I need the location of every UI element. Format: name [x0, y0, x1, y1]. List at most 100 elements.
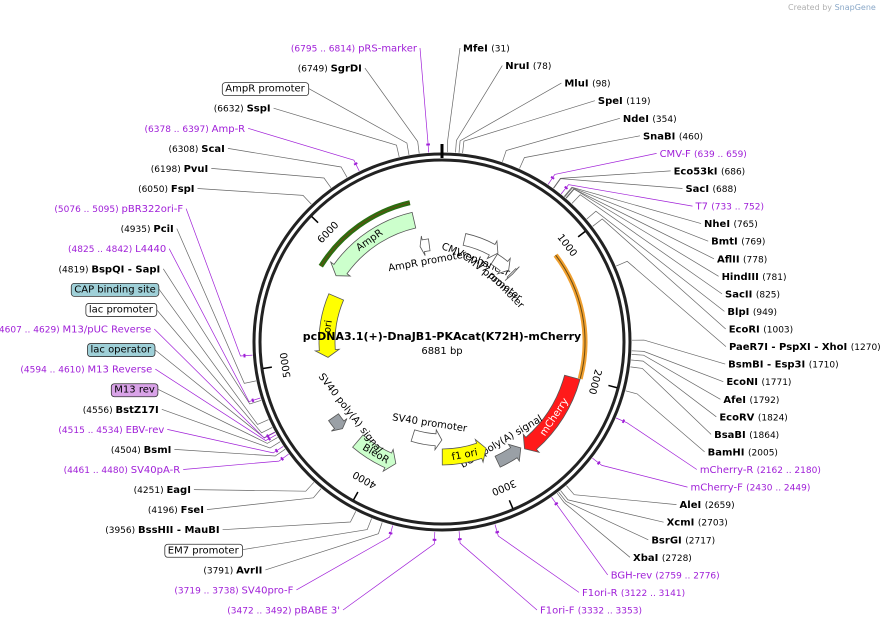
- leader-line: [563, 186, 702, 224]
- feature-arrow: [352, 434, 397, 473]
- site-label: (4196) FseI: [148, 505, 204, 516]
- enzyme-pos: (1003): [763, 326, 793, 336]
- enzyme-text: PaeR7I - PspXI - XhoI (1270): [729, 342, 881, 353]
- enzyme-pos: (1270): [851, 343, 881, 353]
- primer-text: (4825 .. 4842) L4440: [68, 244, 166, 255]
- primer-text: (6378 .. 6397) Amp-R: [145, 124, 246, 135]
- credit-prefix: Created by: [788, 3, 833, 12]
- enzyme-text: (4504) BsmI: [111, 445, 172, 456]
- enzyme-text: NdeI (354): [623, 114, 677, 125]
- primer-pos: (4825 .. 4842): [68, 245, 135, 255]
- site-label: BmtI (769): [711, 237, 765, 248]
- primer-name: BGH-rev: [611, 570, 656, 581]
- enzyme-name: Eco53kI: [674, 166, 721, 177]
- primer-pos: (4515 .. 4534): [58, 426, 125, 436]
- ruler-tick: [352, 491, 359, 501]
- site-label: NdeI (354): [623, 114, 677, 125]
- enzyme-text: (4556) BstZ17I: [83, 405, 159, 416]
- leader-line: [571, 194, 723, 295]
- site-label: HindIII (781): [722, 272, 787, 283]
- enzyme-name: SacII: [725, 289, 756, 300]
- enzyme-pos: (825): [756, 290, 780, 300]
- enzyme-text: BlpI (949): [727, 307, 777, 318]
- enzyme-pos: (686): [721, 167, 745, 177]
- enzyme-pos: (3956): [105, 526, 138, 536]
- site-label: (6795 .. 6814) pRS-marker: [291, 44, 418, 55]
- enzyme-name: XcmI: [667, 518, 698, 529]
- primer-text: (6795 .. 6814) pRS-marker: [291, 44, 418, 55]
- leader-line: [592, 218, 726, 330]
- plasmid-name: pcDNA3.1(+)-DnaJB1-PKAcat(K72H)-mCherry: [303, 330, 581, 343]
- enzyme-name: BsaBI: [714, 430, 749, 441]
- leader-line: [157, 388, 278, 444]
- enzyme-pos: (2659): [705, 501, 735, 511]
- enzyme-name: FspI: [171, 184, 195, 195]
- primer-pos: (3719 .. 3738): [174, 586, 241, 596]
- leader-line: [168, 248, 261, 403]
- leader-line: [551, 496, 608, 576]
- leader-line: [631, 350, 724, 383]
- site-label: (4935) PciI: [121, 224, 174, 235]
- feature-label: AmpR promoter: [387, 249, 468, 274]
- enzyme-name: EcoNI: [726, 377, 761, 388]
- feature-arrow: [441, 438, 487, 466]
- leader-line: [560, 184, 693, 207]
- ruler-tick: [608, 384, 618, 389]
- enzyme-name: BstZ17I: [116, 405, 159, 416]
- enzyme-name: PvuI: [184, 164, 209, 175]
- primer-text: F1ori-F (3332 .. 3353): [540, 606, 642, 617]
- enzyme-text: (6308) ScaI: [168, 144, 224, 155]
- site-label: (3472 .. 3492) pBABE 3': [227, 606, 340, 617]
- ruler-tick-label: 4000: [351, 468, 379, 490]
- enzyme-text: SpeI (119): [598, 96, 651, 107]
- enzyme-name: SpeI: [598, 96, 626, 107]
- backbone-inner-ring: [258, 158, 626, 526]
- primer-pos: (4594 .. 4610): [20, 366, 87, 376]
- primer-name: L4440: [135, 244, 166, 255]
- enzyme-pos: (1771): [762, 378, 792, 388]
- primer-mark: [550, 175, 555, 180]
- primer-name: T7: [695, 202, 712, 213]
- enzyme-text: AleI (2659): [680, 500, 735, 511]
- site-label: (4594 .. 4610) M13 Reverse: [20, 365, 152, 376]
- leader-line: [631, 339, 726, 365]
- enzyme-pos: (2728): [662, 554, 692, 564]
- site-label: (6308) ScaI: [168, 144, 224, 155]
- leader-line: [273, 107, 400, 157]
- enzyme-pos: (31): [491, 45, 509, 55]
- leader-line: [458, 531, 538, 611]
- enzyme-pos: (1824): [758, 413, 788, 423]
- primer-text: (4461 .. 4480) SV40pA-R: [64, 465, 181, 476]
- enzyme-text: SnaBI (460): [643, 131, 703, 142]
- feature-callout-box: [85, 303, 158, 317]
- leader-line: [265, 522, 383, 571]
- site-label: SnaBI (460): [643, 131, 703, 142]
- leader-line: [158, 288, 269, 425]
- enzyme-name: BsmBI - Esp3I: [728, 360, 809, 371]
- leader-line: [419, 47, 430, 153]
- enzyme-text: AfeI (1792): [723, 395, 779, 406]
- enzyme-text: BsmBI - Esp3I (1710): [728, 360, 839, 371]
- site-label: (5076 .. 5095) pBR322ori-F: [54, 204, 183, 215]
- feature-label: ori: [322, 319, 335, 333]
- primer-pos: (3332 .. 3353): [578, 607, 642, 617]
- primer-mark: [266, 434, 270, 439]
- leader-line: [174, 448, 286, 457]
- leader-line: [564, 187, 709, 242]
- leader-line: [558, 491, 649, 541]
- site-label: BGH-rev (2759 .. 2776): [611, 570, 720, 581]
- site-label: XcmI (2703): [667, 518, 728, 529]
- ruler-tick-label: 3000: [490, 477, 518, 497]
- primer-mark: [621, 419, 626, 424]
- enzyme-name: SspI: [247, 104, 271, 115]
- site-label: F1ori-R (3122 .. 3141): [582, 588, 685, 599]
- ruler-tick-label: 5000: [279, 352, 294, 379]
- site-label: mCherry-R (2162 .. 2180): [700, 465, 821, 476]
- enzyme-text: BamHI (2005): [708, 447, 778, 458]
- primer-pos: (4607 .. 4629): [0, 326, 63, 336]
- leader-line: [163, 268, 262, 405]
- enzyme-pos: (6632): [214, 105, 247, 115]
- enzyme-text: BsaBI (1864): [714, 430, 779, 441]
- leader-line: [183, 453, 289, 470]
- enzyme-pos: (778): [743, 255, 767, 265]
